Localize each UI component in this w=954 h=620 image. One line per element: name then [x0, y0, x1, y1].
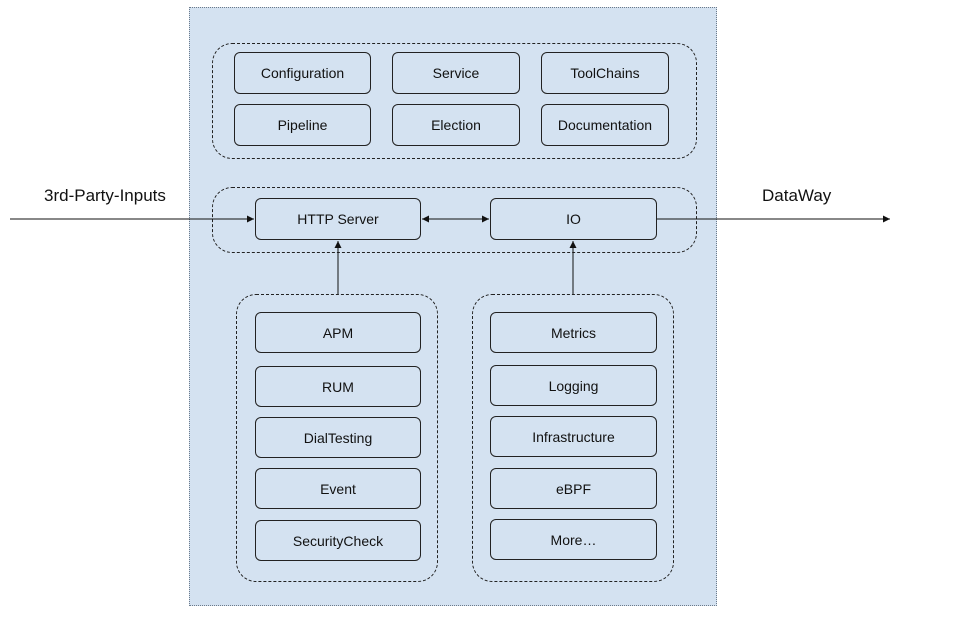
event-box: Event — [255, 468, 421, 509]
core-group — [212, 187, 697, 253]
securitycheck-box: SecurityCheck — [255, 520, 421, 561]
logging-box: Logging — [490, 365, 657, 406]
infrastructure-box: Infrastructure — [490, 416, 657, 457]
pipeline-box: Pipeline — [234, 104, 371, 146]
http-server-box: HTTP Server — [255, 198, 421, 240]
inputs-label: 3rd-Party-Inputs — [44, 186, 166, 205]
right-input-group — [472, 294, 674, 582]
toolchains-box: ToolChains — [541, 52, 669, 94]
documentation-box: Documentation — [541, 104, 669, 146]
dialtesting-box: DialTesting — [255, 417, 421, 458]
io-box: IO — [490, 198, 657, 240]
metrics-box: Metrics — [490, 312, 657, 353]
ebpf-box: eBPF — [490, 468, 657, 509]
election-box: Election — [392, 104, 520, 146]
left-input-group — [236, 294, 438, 582]
more-box: More… — [490, 519, 657, 560]
top-group — [212, 43, 697, 159]
rum-box: RUM — [255, 366, 421, 407]
service-box: Service — [392, 52, 520, 94]
output-label: DataWay — [762, 186, 832, 205]
apm-box: APM — [255, 312, 421, 353]
configuration-box: Configuration — [234, 52, 371, 94]
